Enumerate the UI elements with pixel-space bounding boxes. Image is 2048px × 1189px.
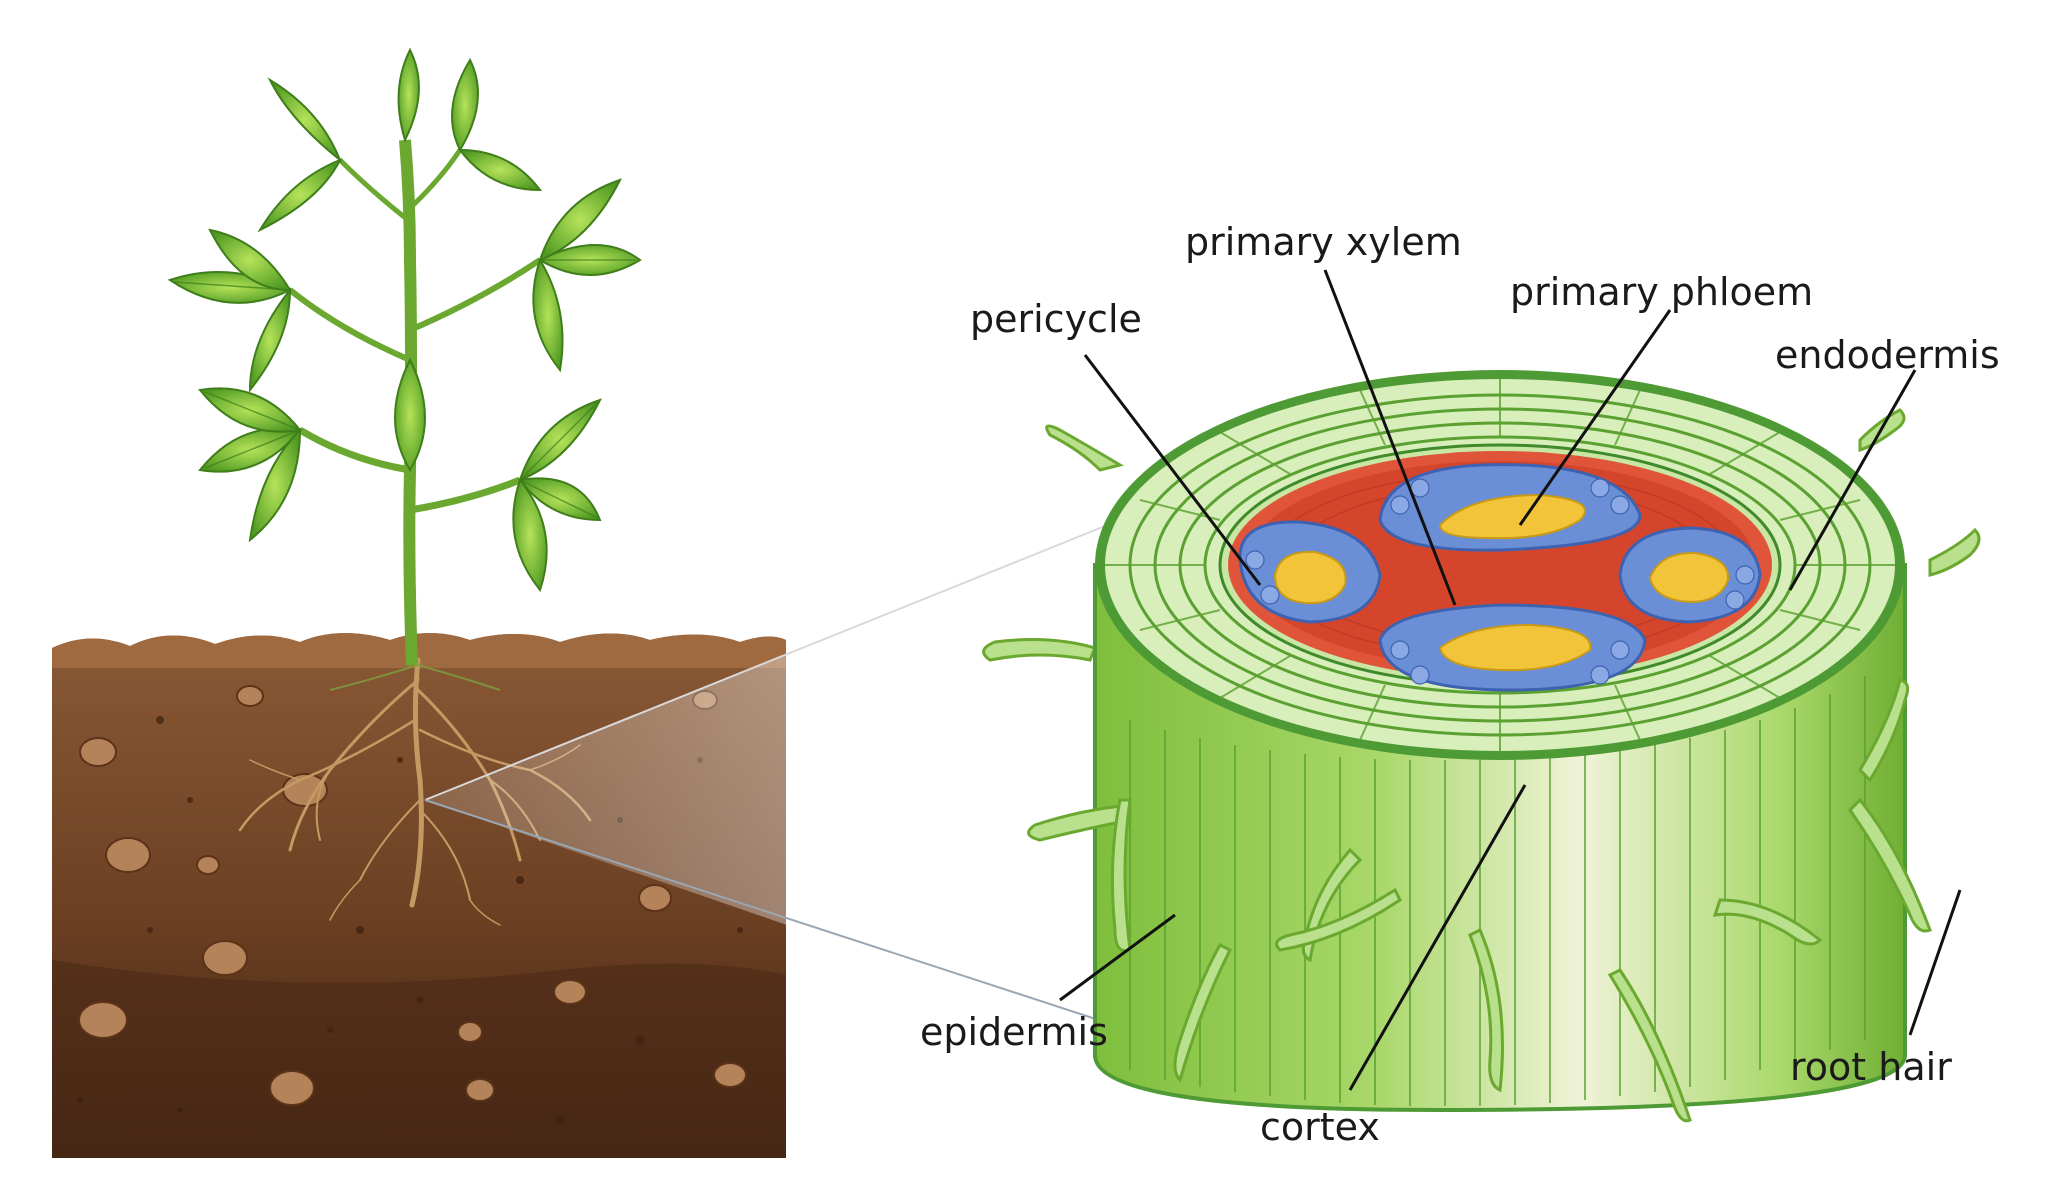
leader-primary-phloem: [1518, 309, 1672, 526]
label-pericycle: pericycle: [970, 297, 1142, 341]
cortex-cell-walls: [1105, 379, 1895, 751]
label-endodermis: endodermis: [1775, 333, 2000, 377]
leader-epidermis: [1059, 913, 1176, 1002]
labels: primary xylem primary phloem pericycle e…: [920, 220, 2000, 1149]
magnification-beam: [425, 520, 1120, 1040]
vascular-bundle-top: [1378, 463, 1642, 552]
leader-lines: [1059, 269, 1962, 1091]
label-root-hair: root hair: [1790, 1045, 1952, 1089]
beam-edge-bottom: [424, 799, 1161, 1041]
label-primary-xylem: primary xylem: [1185, 220, 1462, 264]
surface-roots: [329, 664, 501, 691]
beam-edge-top: [424, 519, 1121, 801]
label-primary-phloem: primary phloem: [1510, 270, 1813, 314]
leader-root-hair: [1908, 889, 1962, 1036]
root-hairs-front: [1027, 678, 1932, 1123]
vascular-bundle-right: [1618, 526, 1762, 624]
leader-pericycle: [1083, 354, 1262, 586]
root-cross-section-top: [1095, 370, 1905, 760]
label-epidermis: epidermis: [920, 1010, 1108, 1054]
plant: [167, 47, 642, 666]
leader-primary-xylem: [1323, 269, 1457, 606]
leader-endodermis: [1788, 369, 1917, 591]
label-cortex: cortex: [1260, 1105, 1380, 1149]
vascular-bundle-left: [1238, 520, 1382, 624]
leader-cortex: [1348, 784, 1527, 1091]
vascular-bundle-bottom: [1378, 603, 1647, 692]
